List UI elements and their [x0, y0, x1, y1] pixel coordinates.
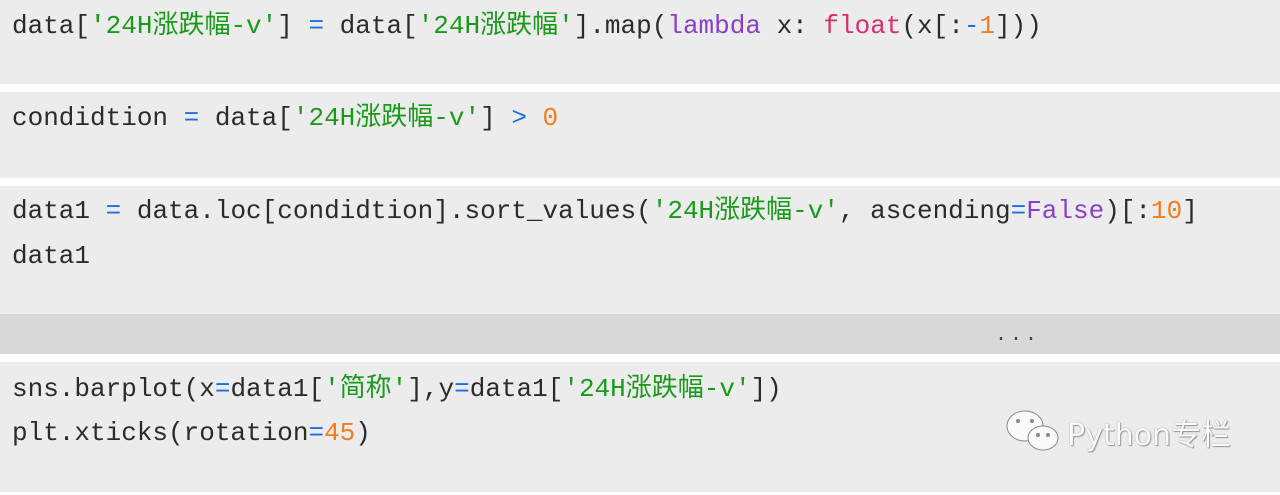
code-token: float — [823, 11, 902, 41]
code-token: ] — [277, 11, 309, 41]
code-token: '24H涨跌幅-v' — [90, 11, 278, 41]
code-token: x: — [760, 11, 824, 41]
code-token: '24H涨跌幅-v' — [292, 103, 481, 133]
code-token: 10 — [1151, 196, 1183, 226]
code-token: , ascending — [838, 196, 1011, 226]
watermark: Python专栏 — [1003, 408, 1231, 456]
expand-output-dots[interactable]: ... — [995, 324, 1041, 347]
code-token: data.loc[condidtion].sort_values( — [121, 196, 652, 226]
code-token: lambda — [667, 11, 761, 41]
watermark-text: Python专栏 — [1067, 418, 1231, 453]
code-line: plt.xticks(rotation=45) — [12, 418, 371, 448]
code-token: 45 — [324, 418, 356, 448]
code-line: data1 = data.loc[condidtion].sort_values… — [12, 196, 1198, 226]
code-token: ],y — [407, 374, 455, 404]
code-token — [527, 103, 543, 133]
code-token: )[: — [1104, 196, 1152, 226]
code-line: data[''24H涨跌幅-v'] = data['24H涨跌幅'].map(l… — [12, 11, 1042, 41]
code-token: condidtion — [12, 103, 184, 133]
code-token: data[ — [199, 103, 293, 133]
code-token: 1 — [979, 11, 996, 41]
code-token: '24H涨跌幅-v' — [563, 374, 751, 404]
code-token: = — [183, 103, 200, 133]
wechat-icon — [1006, 410, 1059, 451]
code-token: - — [963, 11, 980, 41]
code-token: data1 — [12, 196, 106, 226]
code-token: '24H涨跌幅' — [417, 11, 574, 41]
code-token: ].map( — [573, 11, 668, 41]
collapsed-output[interactable]: ... — [0, 314, 1280, 354]
code-token: = — [454, 374, 470, 404]
code-token: '简称' — [324, 374, 408, 404]
code-line: data1 — [12, 241, 90, 271]
code-token: = — [308, 418, 325, 448]
code-token: ]) — [750, 374, 782, 404]
code-cell[interactable]: condidtion = data['24H涨跌幅-v'] > 0 — [0, 92, 1280, 178]
code-token: '24H涨跌幅-v' — [651, 196, 839, 226]
code-token: plt.xticks(rotation — [12, 418, 309, 448]
code-token: 0 — [542, 103, 559, 133]
code-token: False — [1026, 196, 1105, 226]
code-token: ) — [355, 418, 371, 448]
code-token: data[ — [324, 11, 418, 41]
code-token: data1[ — [230, 374, 325, 404]
code-token: > — [511, 103, 527, 133]
code-token: data1[ — [469, 374, 564, 404]
code-token: = — [214, 374, 231, 404]
code-token: ])) — [995, 11, 1042, 41]
code-token: ] — [1182, 196, 1198, 226]
code-cell[interactable]: data[''24H涨跌幅-v'] = data['24H涨跌幅'].map(l… — [0, 0, 1280, 84]
code-token: = — [105, 196, 122, 226]
code-token: = — [1010, 196, 1027, 226]
code-line: condidtion = data['24H涨跌幅-v'] > 0 — [12, 103, 558, 133]
code-token: sns.barplot(x — [12, 374, 215, 404]
code-cell[interactable]: sns.barplot(x=data1['简称'],y=data1['24H涨跌… — [0, 362, 1280, 492]
code-token: data[' — [12, 11, 106, 41]
code-cell[interactable]: data1 = data.loc[condidtion].sort_values… — [0, 186, 1280, 314]
code-token: data1 — [12, 241, 91, 271]
code-token: ] — [480, 103, 512, 133]
code-line: sns.barplot(x=data1['简称'],y=data1['24H涨跌… — [12, 374, 782, 404]
code-token: = — [308, 11, 325, 41]
code-token: (x[: — [901, 11, 964, 41]
